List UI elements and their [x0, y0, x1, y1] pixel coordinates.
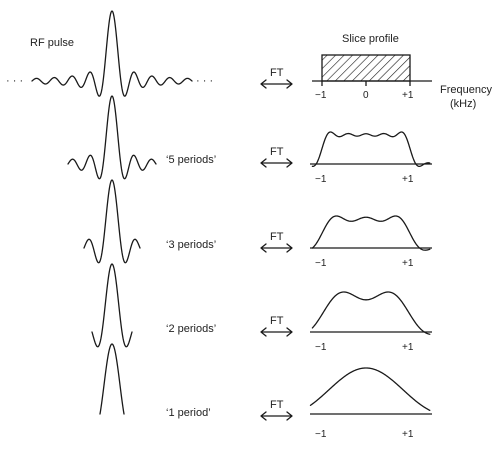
ft-arrow-row-2: FT — [260, 231, 293, 253]
tick-plus-1: +1 — [402, 90, 414, 101]
left-ellipsis: · · · — [6, 75, 23, 87]
rf-pulse-full-waveform — [31, 10, 193, 97]
ft-label: FT — [270, 146, 284, 158]
tick-plus-1: +1 — [402, 174, 414, 185]
profile-curve — [311, 291, 431, 335]
ft-arrow-row-0: FT — [260, 67, 293, 89]
tick-minus-1: −1 — [315, 90, 327, 101]
ft-label: FT — [270, 399, 284, 411]
ft-label: FT — [270, 67, 284, 79]
tick-plus-1: +1 — [402, 429, 414, 440]
tick-minus-1: −1 — [315, 258, 327, 269]
rf-pulse-1-period-waveform — [99, 343, 125, 415]
row-label-1-period: ‘1 period’ — [166, 407, 211, 419]
ft-arrow-row-3: FT — [260, 315, 293, 337]
slice-profile-1-period: −1 +1 — [309, 367, 432, 440]
slice-profile-ideal: −1 0 +1 — [312, 54, 432, 101]
right-ellipsis: · · · — [196, 75, 213, 87]
tick-minus-1: −1 — [315, 174, 327, 185]
rectangular-profile — [321, 54, 411, 82]
tick-minus-1: −1 — [315, 429, 327, 440]
ft-arrow-row-4: FT — [260, 399, 293, 421]
row-label-5-periods: ‘5 periods’ — [166, 154, 216, 166]
tick-plus-1: +1 — [402, 342, 414, 353]
profile-curve — [311, 131, 431, 167]
rf-pulse-2-periods-waveform — [91, 263, 133, 348]
ft-label: FT — [270, 231, 284, 243]
row-label-2-periods: ‘2 periods’ — [166, 323, 216, 335]
profile-curve — [311, 215, 431, 251]
rf-pulse-3-periods-waveform — [83, 179, 141, 264]
slice-profile-label: Slice profile — [342, 33, 399, 45]
profile-curve — [309, 367, 431, 412]
rf-pulse-5-periods-waveform — [67, 95, 157, 180]
rf-pulse-label: RF pulse — [30, 37, 74, 49]
frequency-label: Frequency — [440, 84, 492, 96]
tick-0: 0 — [363, 90, 369, 101]
slice-profile-2-periods: −1 +1 — [310, 291, 432, 353]
frequency-unit-label: (kHz) — [450, 98, 476, 110]
slice-profile-5-periods: −1 +1 — [310, 131, 432, 185]
ft-label: FT — [270, 315, 284, 327]
ft-arrow-row-1: FT — [260, 146, 293, 168]
slice-profile-3-periods: −1 +1 — [310, 215, 432, 269]
tick-minus-1: −1 — [315, 342, 327, 353]
tick-plus-1: +1 — [402, 258, 414, 269]
row-label-3-periods: ‘3 periods’ — [166, 239, 216, 251]
